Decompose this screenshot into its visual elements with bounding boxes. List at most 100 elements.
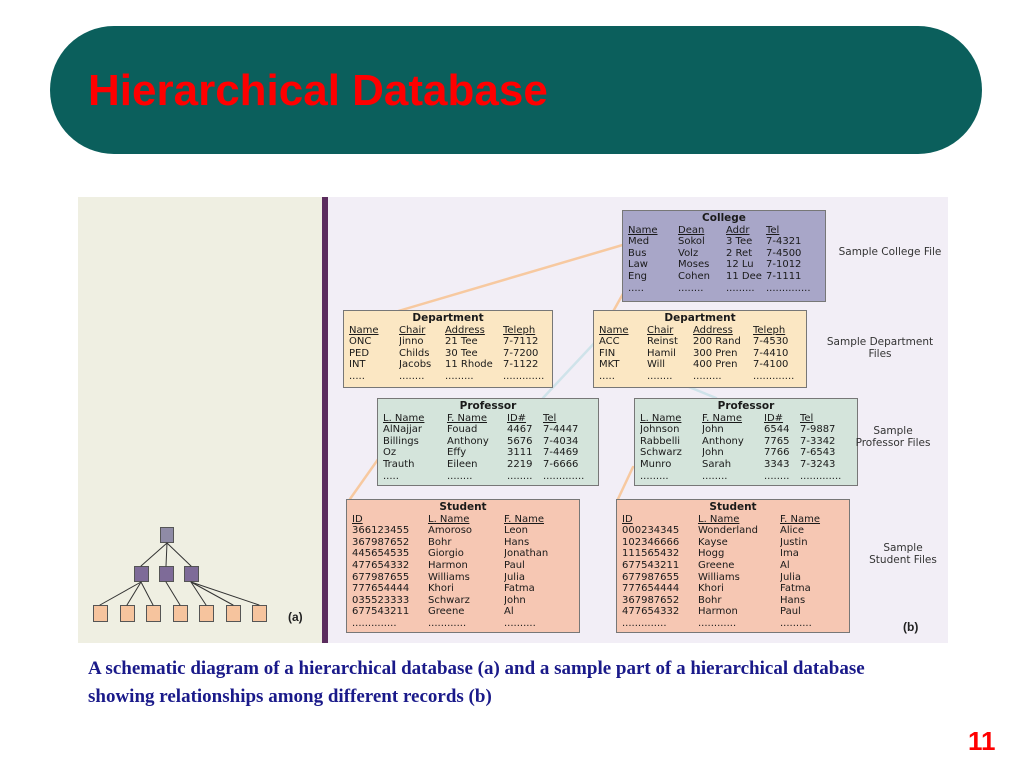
record-title: Professor bbox=[459, 400, 517, 412]
record-cell: 7-6543 bbox=[800, 447, 836, 459]
record-cell: Will bbox=[647, 359, 666, 371]
record-row: ONC Jinno 21 Tee 7-7112 bbox=[349, 336, 547, 348]
record-cell: Hamil bbox=[647, 347, 676, 359]
record-cell: 7-4100 bbox=[753, 359, 789, 371]
record-cell: 477654332 bbox=[352, 559, 410, 571]
record-row: ..... ........ ......... ............. bbox=[349, 371, 547, 383]
column-header: Address bbox=[693, 324, 733, 336]
column-header: Tel bbox=[766, 224, 780, 236]
record-row: MKT Will 400 Pren 7-4100 bbox=[599, 359, 801, 371]
record-row: 677543211 Greene Al bbox=[622, 560, 844, 572]
record-cell: 367987652 bbox=[622, 594, 680, 606]
record-cell: .............. bbox=[352, 617, 397, 629]
record-row: PED Childs 30 Tee 7-7200 bbox=[349, 348, 547, 360]
record-cell: 7766 bbox=[764, 447, 790, 459]
record-cell: 7-4321 bbox=[766, 236, 802, 248]
record-cell: ......... bbox=[693, 370, 722, 382]
college-record: College Name Dean Addr Tel Med Sokol 3 T… bbox=[622, 210, 826, 302]
record-title: Professor bbox=[717, 400, 775, 412]
student-record-right: Student ID L. Name F. Name 000234345 Won… bbox=[616, 499, 850, 633]
side-label-student: Sample Student Files bbox=[869, 542, 937, 566]
record-cell: Cohen bbox=[678, 270, 710, 282]
record-cell: Schwarz bbox=[640, 447, 682, 459]
record-row: 366123455 Amoroso Leon bbox=[352, 525, 574, 537]
record-row: 677987655 Williams Julia bbox=[352, 572, 574, 584]
record-cell: Hans bbox=[780, 594, 806, 606]
tree-leaf-node bbox=[146, 605, 161, 622]
record-cell: Hogg bbox=[698, 548, 725, 560]
link-prof-to-student-right bbox=[616, 465, 635, 501]
record-cell: 7-7200 bbox=[503, 347, 539, 359]
record-cell: 7-6666 bbox=[543, 458, 579, 470]
record-row: Oz Effy 3111 7-4469 bbox=[383, 447, 593, 459]
record-cell: 11 Rhode bbox=[445, 359, 493, 371]
record-cell: ............. bbox=[800, 470, 842, 482]
column-header: Name bbox=[349, 324, 379, 336]
record-cell: 7-1122 bbox=[503, 359, 539, 371]
record-cell: Alice bbox=[780, 525, 805, 537]
record-cell: Jonathan bbox=[504, 548, 549, 560]
record-cell: 7-7112 bbox=[503, 336, 539, 348]
column-header: Tel bbox=[543, 412, 557, 424]
record-cell: Johnson bbox=[640, 424, 680, 436]
record-cell: Fouad bbox=[447, 424, 478, 436]
record-cell: Wonderland bbox=[698, 525, 758, 537]
column-header: ID bbox=[622, 513, 633, 525]
figure-label-b: (b) bbox=[903, 620, 919, 634]
record-title: Department bbox=[664, 312, 736, 324]
column-header: F. Name bbox=[504, 513, 545, 525]
record-cell: ........ bbox=[764, 470, 790, 482]
record-header: L. Name F. Name ID# Tel bbox=[383, 413, 593, 425]
record-row: Law Moses 12 Lu 7-1012 bbox=[628, 259, 820, 271]
record-cell: Trauth bbox=[383, 458, 415, 470]
tree-edge bbox=[165, 581, 181, 606]
record-cell: 7-9887 bbox=[800, 424, 836, 436]
column-header: Tel bbox=[800, 412, 814, 424]
record-row: .............. ............ .......... bbox=[622, 618, 844, 630]
record-cell: John bbox=[702, 424, 724, 436]
record-cell: Oz bbox=[383, 447, 397, 459]
record-cell: Schwarz bbox=[428, 594, 470, 606]
tree-leaf-node bbox=[252, 605, 267, 622]
record-cell: Al bbox=[504, 606, 514, 618]
record-cell: Giorgio bbox=[428, 548, 464, 560]
record-row: Billings Anthony 5676 7-4034 bbox=[383, 436, 593, 448]
record-header: ID L. Name F. Name bbox=[352, 514, 574, 526]
side-label-professor: Sample Professor Files bbox=[855, 425, 931, 449]
record-cell: Greene bbox=[428, 606, 465, 618]
column-header: L. Name bbox=[640, 412, 682, 424]
record-cell: Kayse bbox=[698, 536, 728, 548]
tree-edge bbox=[140, 581, 154, 606]
record-row: .............. ............ .......... bbox=[352, 618, 574, 630]
record-cell: 677987655 bbox=[622, 571, 680, 583]
record-cell: INT bbox=[349, 359, 366, 371]
record-cell: Billings bbox=[383, 435, 419, 447]
record-row: INT Jacobs 11 Rhode 7-1122 bbox=[349, 359, 547, 371]
tree-edge bbox=[190, 581, 260, 606]
record-cell: 7-4410 bbox=[753, 347, 789, 359]
record-row: 445654535 Giorgio Jonathan bbox=[352, 548, 574, 560]
record-row: Schwarz John 7766 7-6543 bbox=[640, 447, 852, 459]
tree-edge bbox=[166, 542, 192, 567]
column-header: Chair bbox=[647, 324, 674, 336]
record-cell: 7-4530 bbox=[753, 336, 789, 348]
department-record-right: Department Name Chair Address Teleph ACC… bbox=[593, 310, 807, 388]
record-title: Student bbox=[709, 501, 757, 513]
record-cell: ............ bbox=[428, 617, 467, 629]
tree-edge bbox=[190, 581, 207, 606]
record-cell: Bus bbox=[628, 247, 647, 259]
record-cell: 2219 bbox=[507, 458, 533, 470]
record-cell: 21 Tee bbox=[445, 336, 478, 348]
column-header: F. Name bbox=[702, 412, 743, 424]
record-cell: 7-1111 bbox=[766, 270, 802, 282]
record-cell: Khori bbox=[428, 583, 454, 595]
record-cell: 3343 bbox=[764, 458, 790, 470]
record-cell: 7-4447 bbox=[543, 424, 579, 436]
record-cell: FIN bbox=[599, 347, 616, 359]
record-cell: 7765 bbox=[764, 435, 790, 447]
record-cell: Anthony bbox=[702, 435, 744, 447]
tree-leaf-node bbox=[199, 605, 214, 622]
record-cell: ......... bbox=[640, 470, 669, 482]
tree-edge bbox=[140, 542, 168, 567]
record-cell: Reinst bbox=[647, 336, 678, 348]
